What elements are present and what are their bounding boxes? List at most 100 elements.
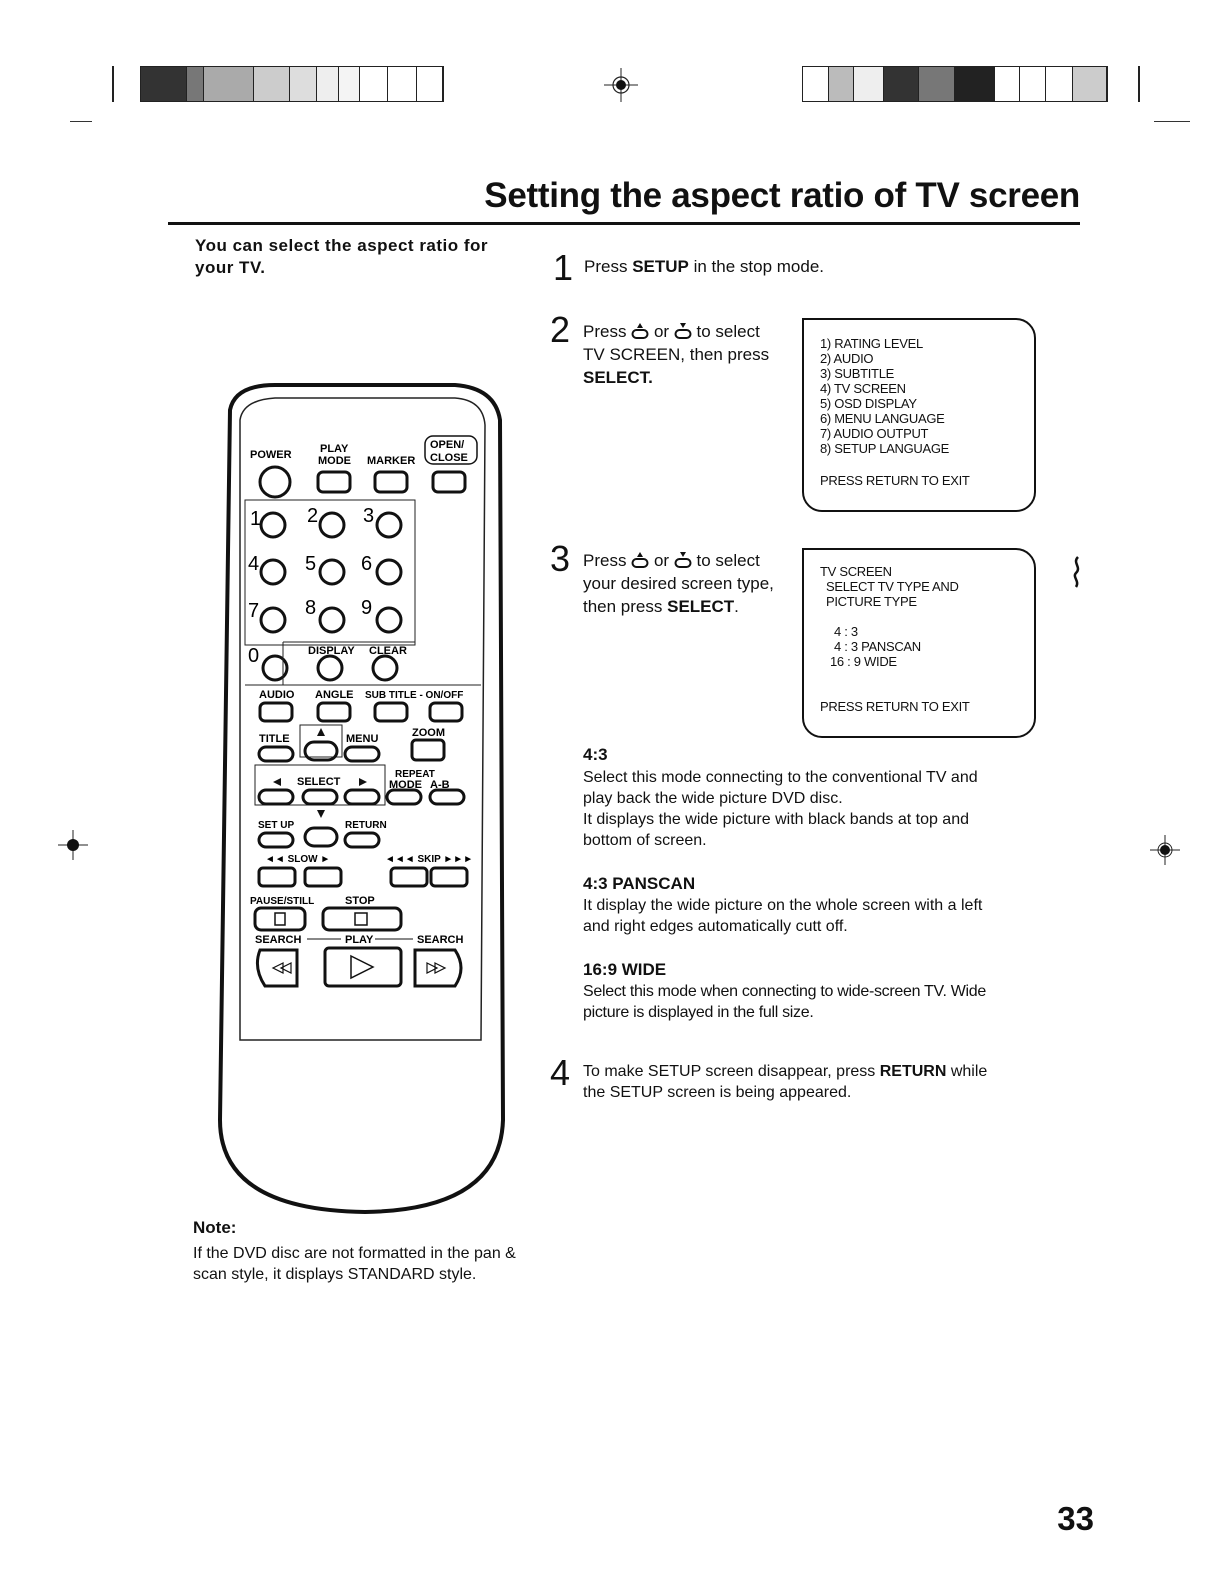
- number-key-9: [375, 606, 403, 634]
- right-button: [343, 788, 381, 806]
- mode-panscan-heading: 4:3 PANSCAN: [583, 874, 696, 893]
- remote-body: [217, 383, 506, 1215]
- play-mode-button: [316, 470, 352, 494]
- mode-label: MODE: [318, 455, 351, 467]
- registration-bar-right: [802, 66, 1108, 102]
- key-6-label: 6: [361, 553, 372, 575]
- setup-menu-item: 8) SETUP LANGUAGE: [820, 441, 950, 456]
- audio-button: [258, 701, 294, 723]
- setup-menu-item: 4) TV SCREEN: [820, 381, 906, 396]
- note-body: If the DVD disc are not formatted in the…: [193, 1245, 516, 1283]
- mode-4-3-body: Select this mode connecting to the conve…: [583, 769, 978, 849]
- crop-mark-right: [1138, 66, 1140, 102]
- setup-menu-item: 6) MENU LANGUAGE: [820, 411, 945, 426]
- tv-menu-exit-hint: PRESS RETURN TO EXIT: [820, 699, 970, 714]
- repeat-mode-button: [385, 788, 423, 806]
- subtitle-button: [373, 701, 409, 723]
- select-label: SELECT: [297, 776, 341, 788]
- step-2-number: 2: [550, 309, 571, 350]
- number-key-3: [375, 511, 403, 539]
- key-9-label: 9: [361, 597, 372, 619]
- title-rule: [168, 222, 1080, 225]
- step-3-text: Press or to select your desired screen t…: [583, 551, 774, 616]
- subtitle-label: SUB TITLE - ON/OFF: [365, 690, 463, 701]
- up-button: [303, 740, 339, 762]
- mode-wide-heading: 16:9 WIDE: [583, 960, 667, 979]
- zoom-button: [410, 738, 446, 762]
- marker-button: [373, 470, 409, 494]
- number-key-7: [259, 606, 287, 634]
- menu-label: MENU: [346, 733, 378, 745]
- search-right-label: SEARCH: [417, 934, 464, 946]
- left-button: [257, 788, 295, 806]
- key-7-label: 7: [248, 600, 259, 622]
- remote-control-illustration: POWER PLAY MODE MARKER OPEN/ CLOSE 1 2 3…: [217, 383, 506, 1215]
- registration-target-top: [604, 68, 638, 102]
- setup-menu-item: 7) AUDIO OUTPUT: [820, 426, 929, 441]
- registration-target-right: [1150, 835, 1180, 865]
- step-3-number: 3: [550, 538, 571, 579]
- registration-bar-left: [140, 66, 444, 102]
- return-label: RETURN: [345, 820, 387, 831]
- note-heading: Note:: [193, 1218, 237, 1237]
- tv-option: 16 : 9 WIDE: [830, 654, 897, 669]
- marker-label: MARKER: [367, 455, 415, 467]
- subtitle-onoff-button: [428, 701, 464, 723]
- crop-mark-left: [112, 66, 114, 102]
- down-button: [303, 826, 339, 848]
- open-close-button: [431, 470, 467, 494]
- repeat-mode-label: MODE: [389, 779, 422, 791]
- slow-reverse-button: [257, 866, 297, 888]
- slow-forward-button: [303, 866, 343, 888]
- setup-menu-item: 2) AUDIO: [820, 351, 874, 366]
- angle-button: [316, 701, 352, 723]
- power-label: POWER: [250, 449, 292, 461]
- crop-mark-tr: [1154, 121, 1190, 122]
- setup-menu-item: 1) RATING LEVEL: [820, 336, 923, 351]
- tv-screen-menu: TV SCREEN SELECT TV TYPE AND PICTURE TYP…: [802, 548, 1036, 738]
- display-label: DISPLAY: [308, 645, 355, 657]
- up-arrow-button-icon: [631, 323, 649, 339]
- remote-panel: [239, 397, 486, 1041]
- return-button: [343, 831, 381, 849]
- step-1-text: Press SETUP in the stop mode.: [584, 257, 825, 276]
- margin-scribble-icon: [1073, 556, 1080, 588]
- skip-label: ◄◄◄ SKIP ►►►: [385, 854, 473, 865]
- setup-menu-item: 3) SUBTITLE: [820, 366, 894, 381]
- mode-wide-body: Select this mode when connecting to wide…: [583, 983, 986, 1021]
- step-1-number: 1: [553, 247, 574, 288]
- select-button: [301, 788, 339, 806]
- number-key-6: [375, 558, 403, 586]
- number-key-4: [259, 558, 287, 586]
- number-key-2: [318, 511, 346, 539]
- slow-label: ◄◄ SLOW ►: [265, 854, 330, 865]
- setup-button: [257, 831, 295, 849]
- power-button: [258, 465, 292, 499]
- clear-button: [371, 654, 399, 682]
- zoom-label: ZOOM: [412, 727, 445, 739]
- step-2-text: Press or to select TV SCREEN, then press…: [583, 322, 770, 387]
- key-1-label: 1: [250, 508, 261, 530]
- setup-menu-exit-hint: PRESS RETURN TO EXIT: [820, 473, 970, 488]
- clear-label: CLEAR: [369, 645, 407, 657]
- angle-label: ANGLE: [315, 689, 354, 701]
- pause-button: [253, 906, 307, 932]
- setup-menu-list: 1) RATING LEVEL 2) AUDIO 3) SUBTITLE 4) …: [820, 336, 949, 456]
- mode-panscan-body: It display the wide picture on the whole…: [583, 897, 983, 935]
- step-4-number: 4: [550, 1052, 571, 1093]
- tv-screen-menu-options: 4 : 3 4 : 3 PANSCAN 16 : 9 WIDE: [830, 624, 921, 669]
- up-arrow-button-icon: [631, 552, 649, 568]
- key-3-label: 3: [363, 505, 374, 527]
- setup-menu-item: 5) OSD DISPLAY: [820, 396, 917, 411]
- ab-label: A-B: [430, 779, 450, 791]
- play-bar-label: PLAY: [345, 934, 374, 946]
- skip-forward-button: [429, 866, 469, 888]
- key-4-label: 4: [248, 553, 259, 575]
- skip-back-button: [389, 866, 429, 888]
- play-label: PLAY: [320, 443, 349, 455]
- key-2-label: 2: [307, 505, 318, 527]
- title-label: TITLE: [259, 733, 290, 745]
- page-title: Setting the aspect ratio of TV screen: [484, 176, 1080, 215]
- number-key-1: [259, 511, 287, 539]
- stop-button: [321, 906, 403, 932]
